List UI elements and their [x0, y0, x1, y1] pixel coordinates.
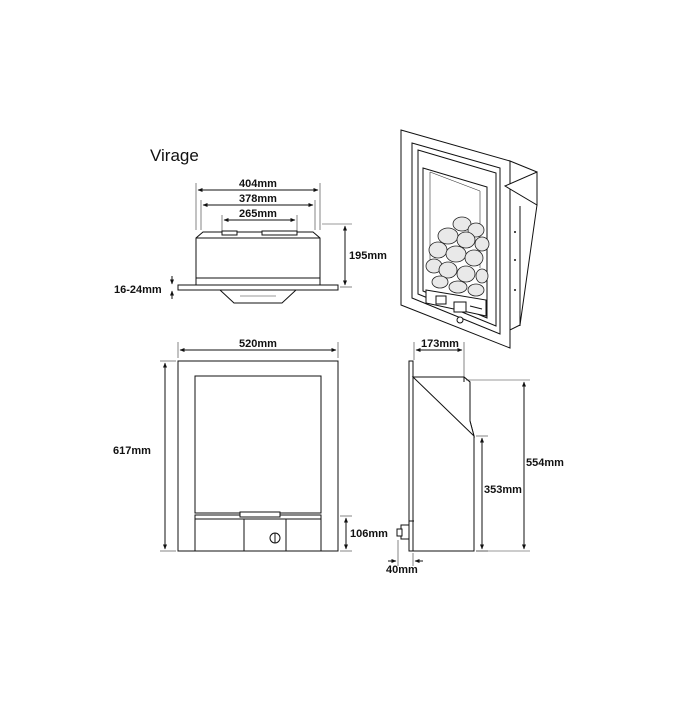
dim-top-middle: 378mm [239, 193, 277, 205]
dim-top-outer: 404mm [239, 178, 277, 190]
dim-front-width: 520mm [239, 338, 277, 350]
burner-dome [218, 289, 298, 304]
side-frame-plate [408, 360, 414, 552]
dim-frame-thickness: 16-24mm [114, 284, 162, 296]
perspective-view [400, 129, 538, 349]
side-view: 173mm 40mm 353mm 554mm [386, 338, 564, 576]
firebox-plan-body [195, 231, 321, 279]
frame-plate [177, 284, 339, 291]
dim-control-height: 106mm [350, 528, 388, 540]
product-title: Virage [150, 146, 199, 165]
dim-side-opening: 353mm [484, 484, 522, 496]
dim-front-height: 617mm [113, 445, 151, 457]
dim-top-inner: 265mm [239, 208, 277, 220]
front-view: 520mm 617mm 106mm [113, 338, 388, 552]
control-panel [194, 514, 322, 552]
dim-top-depth: 195mm [349, 250, 387, 262]
top-view: 404mm 378mm 265mm 195mm 16-24mm [114, 178, 387, 304]
front-opening [194, 375, 322, 514]
dim-control-projection: 40mm [386, 564, 418, 576]
dim-side-total: 554mm [526, 457, 564, 469]
plan-tab-right [261, 230, 298, 236]
coal-bed [425, 216, 490, 297]
dim-side-depth: 173mm [421, 338, 459, 350]
plan-tab-left [221, 230, 238, 236]
